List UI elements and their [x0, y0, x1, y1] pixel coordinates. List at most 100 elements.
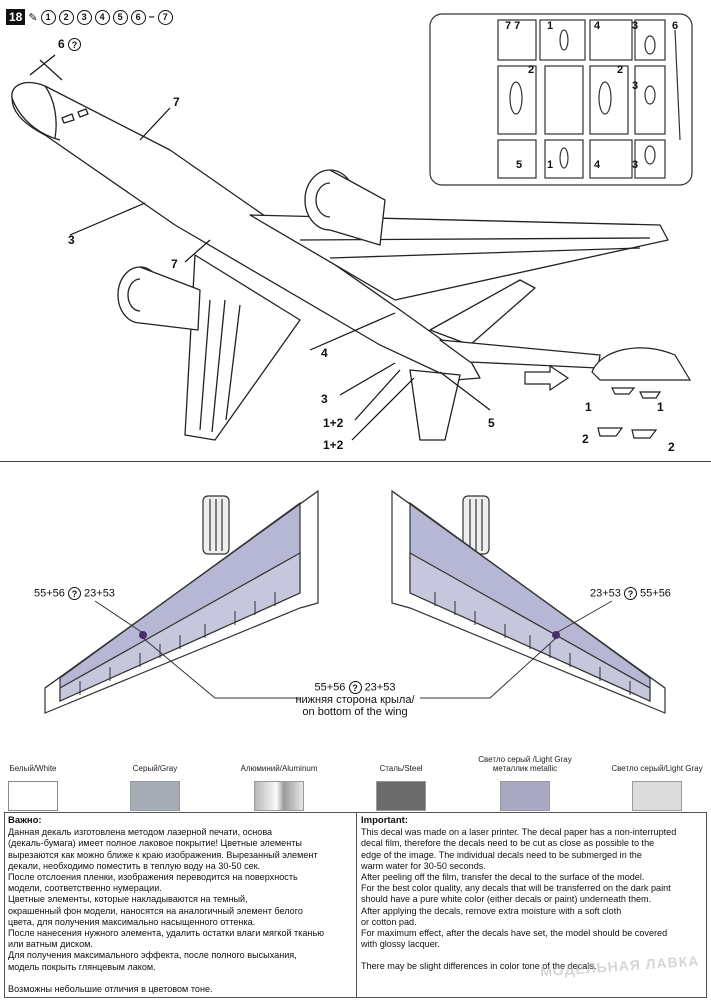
swatch-label: Светло серый /Light Gray металлик metall… [478, 755, 572, 773]
color-chip [254, 781, 304, 811]
wing-drawings [44, 489, 666, 714]
bottom-label-en: on bottom of the wing [302, 706, 408, 718]
callout-3-left: 3 [68, 233, 75, 247]
callout-7-top: 7 [173, 95, 180, 109]
right-wing-label: 23+53 ? 55+56 [590, 587, 671, 600]
question-icon: ? [67, 587, 81, 600]
note-line: This decal was made on a laser printer. … [361, 827, 677, 838]
note-line: After applying the decals, remove extra … [361, 905, 622, 916]
sprue-label-3c: 3 [632, 159, 639, 171]
note-line: There may be slight differences in color… [361, 961, 597, 972]
question-icon: ? [623, 587, 637, 600]
callout-1-2-b: 1+2 [323, 438, 344, 452]
callout-5: 5 [488, 416, 495, 430]
detail-callout-2b: 2 [668, 440, 675, 454]
color-chip [632, 781, 682, 811]
wing-underside-panel: 55+56 ? 23+53 23+53 ? 55+56 55+56 ? 23+5… [0, 463, 711, 753]
step-circle-5: 5 [112, 9, 128, 25]
step-range-dash: – [148, 11, 155, 23]
left-label-b: 23+53 [84, 587, 115, 600]
bottom-label-b: 23+53 [364, 681, 396, 694]
sprue-label-1b: 1 [547, 159, 554, 171]
swatch-light-gray-metallic: Светло серый /Light Gray металлик metall… [470, 753, 580, 811]
airplane-drawing [11, 13, 693, 441]
note-line: декали, необходимо поместить в теплую во… [8, 860, 261, 871]
note-line: (декаль-бумага) имеет полное лаковое пок… [8, 838, 302, 849]
note-line: For maximum effect, after the decals hav… [361, 928, 668, 939]
sprue-label-5: 5 [516, 159, 523, 171]
detail-callout-1a: 1 [585, 400, 592, 414]
bottom-wing-label: 55+56 ? 23+53 нижняя сторона крыла/ on b… [285, 681, 425, 718]
notes-frame [4, 812, 707, 998]
step-header: 18 ✎ 1 2 3 4 5 6 – 7 [6, 8, 173, 26]
step-circle-7: 7 [157, 9, 173, 25]
notes-russian: Важно: Данная декаль изготовлена методом… [8, 815, 352, 995]
step-circle-1: 1 [40, 9, 56, 25]
bottom-label-a: 55+56 [314, 681, 346, 694]
sprue-label-6: 6 [672, 20, 679, 32]
right-label-b: 55+56 [640, 587, 671, 600]
notes-en-title: Important: [361, 815, 408, 826]
notes-divider [356, 812, 357, 998]
swatch-label: Алюминий/Aluminum [240, 764, 318, 773]
callout-1-2-a: 1+2 [323, 416, 344, 430]
step-circle-3: 3 [76, 9, 92, 25]
sprue-label-1a: 1 [547, 20, 554, 32]
swatch-aluminum: Алюминий/Aluminum [236, 753, 322, 811]
note-line: or cotton pad. [361, 916, 417, 927]
note-line: После отслоения пленки, изображения пере… [8, 872, 298, 883]
callout-4: 4 [321, 346, 328, 360]
note-line: модели, соответственно нумерации. [8, 883, 162, 894]
swatch-gray: Серый/Gray [124, 753, 186, 811]
swatch-light-gray: Светло серый/Light Gray [605, 753, 709, 811]
note-line: Для получения максимального эффекта, пос… [8, 950, 297, 961]
sprue-label-77: 7 7 [505, 20, 521, 32]
color-chip [500, 781, 550, 811]
note-line: edge of the image. The individual decals… [361, 849, 642, 860]
detail-callout-2a: 2 [582, 432, 589, 446]
note-line: with glossy lacquer. [361, 939, 440, 950]
callout-6: 6 ? [58, 37, 82, 52]
right-label-a: 23+53 [590, 587, 621, 600]
step-circle-2: 2 [58, 9, 74, 25]
note-line: После нанесения нужного элемента, удалит… [8, 928, 325, 939]
swatch-label: Серый/Gray [132, 764, 178, 773]
left-label-a: 55+56 [34, 587, 65, 600]
note-spacer [8, 973, 352, 984]
sprue-label-2a: 2 [528, 64, 535, 76]
bottom-label-ru: нижняя сторона крыла/ [295, 694, 415, 706]
note-line: вырезаются как можно ближе к краю изобра… [8, 849, 318, 860]
note-line: Цветные элементы, которые накладываются … [8, 894, 248, 905]
step-number: 18 [6, 9, 26, 25]
left-wing-label: 55+56 ? 23+53 [34, 587, 115, 600]
swatch-label: Светло серый/Light Gray [611, 764, 703, 773]
sprue-label-2b: 2 [617, 64, 624, 76]
note-line: Возможны небольшие отличия в цветовом то… [8, 983, 213, 994]
step-circle-4: 4 [94, 9, 110, 25]
note-line: модель покрыть глянцевым лаком. [8, 961, 156, 972]
instructions-notes: Важно: Данная декаль изготовлена методом… [0, 812, 711, 1000]
callout-6-number: 6 [58, 37, 65, 51]
note-line: decal film, therefore the decals need to… [361, 838, 655, 849]
color-chip [130, 781, 180, 811]
sprue-label-4a: 4 [594, 20, 601, 32]
note-line: окрашенный фон модели, наносятся на анал… [8, 905, 303, 916]
detail-callout-1b: 1 [657, 400, 664, 414]
note-line: should have a pure white color (either d… [361, 894, 652, 905]
notes-english: Important: This decal was made on a lase… [361, 815, 705, 973]
swatch-white: Белый/White [2, 753, 64, 811]
color-chip [8, 781, 58, 811]
note-line: цвета, для получения максимально насыщен… [8, 916, 256, 927]
color-chip [376, 781, 426, 811]
step-circle-6: 6 [130, 9, 146, 25]
callout-7-mid: 7 [171, 257, 178, 271]
sprue-label-3a: 3 [632, 20, 639, 32]
swatch-label: Белый/White [9, 764, 57, 773]
note-line: или ватным диском. [8, 939, 93, 950]
swatch-steel: Сталь/Steel [370, 753, 432, 811]
question-icon: ? [68, 38, 82, 52]
notes-ru-title: Важно: [8, 815, 42, 826]
swatch-label: Сталь/Steel [379, 764, 423, 773]
sprue-label-3b: 3 [632, 80, 639, 92]
note-line: Данная декаль изготовлена методом лазерн… [8, 827, 273, 838]
